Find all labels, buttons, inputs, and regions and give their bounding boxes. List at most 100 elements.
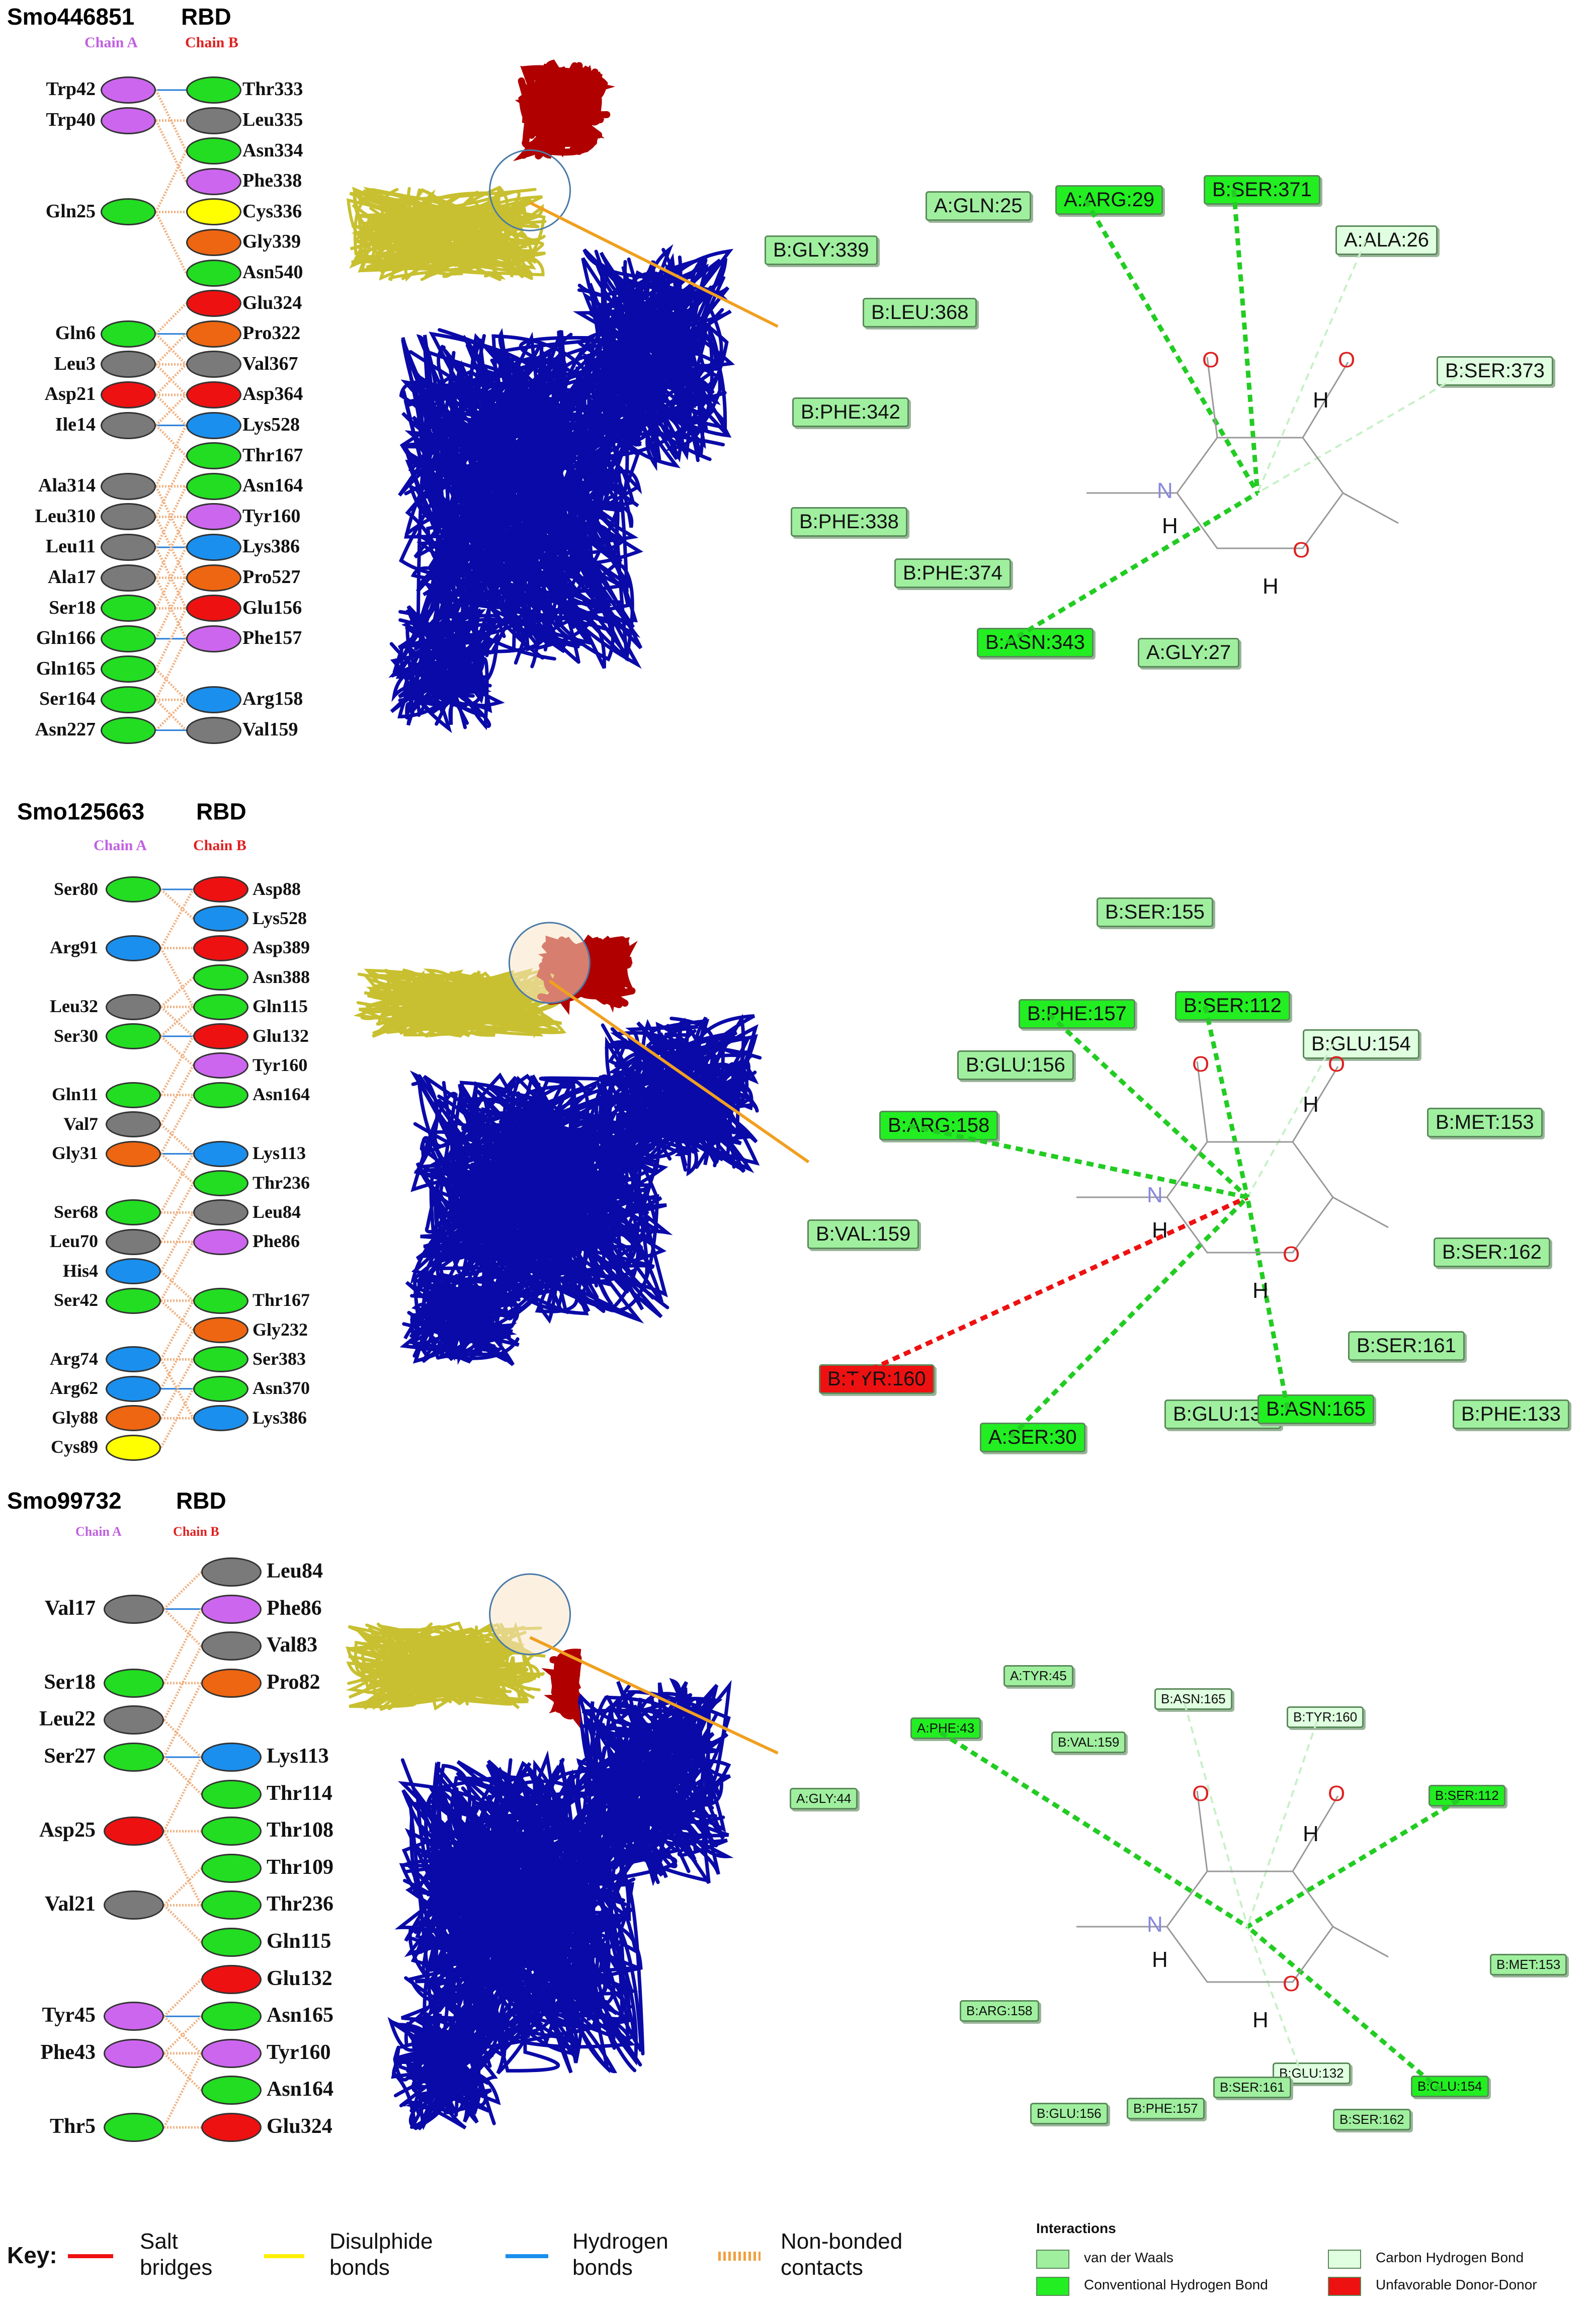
interaction-tag: B:ARG:158 xyxy=(960,2000,1039,2022)
residue-label-b: Thr167 xyxy=(253,1290,310,1310)
residue-label-a: Val17 xyxy=(44,1596,96,1620)
contact-line xyxy=(159,1094,195,1154)
residue-oval-a xyxy=(104,1594,164,1624)
residue-label-a: Ser30 xyxy=(54,1025,98,1046)
residue-oval-a xyxy=(106,1258,161,1285)
residue-label-b: Asn164 xyxy=(242,475,303,497)
interaction-tag: B:SER:373 xyxy=(1437,356,1553,386)
residue-label-a: Ser80 xyxy=(54,878,98,899)
interaction-line xyxy=(1083,199,1259,494)
residue-oval-b xyxy=(186,229,241,256)
residue-oval-b xyxy=(193,1317,248,1343)
interaction-tag: B:SER:162 xyxy=(1434,1238,1550,1267)
residue-label-a: Gln165 xyxy=(36,657,96,679)
interaction-tag: B:GLY:339 xyxy=(765,235,878,265)
residue-oval-b xyxy=(201,2113,262,2142)
interaction-tag: B:PHE:342 xyxy=(792,397,909,427)
interaction-line xyxy=(1256,370,1468,494)
contact-lines xyxy=(162,1571,203,2129)
residue-label-a: Ser42 xyxy=(54,1290,98,1310)
interaction-tag: B:PHE:338 xyxy=(791,507,907,537)
residue-oval-b xyxy=(193,1199,248,1226)
residue-label-b: Phe338 xyxy=(242,170,302,192)
residue-label-a: Ala314 xyxy=(38,475,96,497)
contact-line xyxy=(154,638,188,701)
residue-oval-a xyxy=(101,472,156,500)
residue-oval-a xyxy=(106,1111,161,1138)
legend-key: Key: Salt bridges Disulphide bonds Hydro… xyxy=(0,2203,1596,2309)
interaction-tag: A:ALA:26 xyxy=(1335,225,1438,255)
interaction-tag: B:ASN:165 xyxy=(1257,1394,1374,1424)
residue-label-a: Leu70 xyxy=(49,1231,98,1252)
residue-label-b: Gly339 xyxy=(242,231,301,253)
residue-label-a: Gln25 xyxy=(45,200,96,222)
residue-oval-b xyxy=(201,1743,262,1772)
interaction-tag: A:GLY:44 xyxy=(790,1788,858,1809)
residue-oval-b xyxy=(193,964,248,991)
panel-title: Smo125663 xyxy=(17,798,145,824)
interaction-tag: A:TYR:45 xyxy=(1003,1665,1073,1687)
residue-oval-a xyxy=(106,1405,161,1432)
contact-line xyxy=(159,947,195,1008)
residue-oval-a xyxy=(104,2002,164,2031)
residue-label-b: Tyr160 xyxy=(242,505,301,527)
interaction-tag: A:GLY:27 xyxy=(1138,638,1240,668)
contact-lines xyxy=(159,888,195,1448)
contact-line xyxy=(154,516,188,579)
residue-oval-a xyxy=(106,1287,161,1314)
residue-oval-b xyxy=(201,1631,262,1661)
residue-label-a: Gly31 xyxy=(51,1143,98,1164)
vdw-swatch xyxy=(1036,2250,1069,2269)
residue-oval-b xyxy=(201,1817,262,1846)
residue-oval-b xyxy=(186,76,241,104)
residue-label-a: Leu310 xyxy=(35,505,96,527)
interaction-tag: B:LEU:368 xyxy=(863,298,977,327)
interaction-tag: B:MET:153 xyxy=(1490,1954,1567,1975)
residue-oval-a xyxy=(106,876,161,902)
residue-label-a: Gln6 xyxy=(55,322,96,344)
residue-label-b: Thr114 xyxy=(267,1781,332,1805)
contact-line xyxy=(155,668,187,701)
residue-oval-b xyxy=(193,1082,248,1108)
contact-line xyxy=(163,2015,202,2054)
contact-line xyxy=(159,1329,195,1390)
residue-oval-a xyxy=(101,655,156,683)
ch-label: Carbon Hydrogen Bond xyxy=(1376,2250,1524,2265)
residue-label-b: Asn540 xyxy=(242,262,303,283)
residue-oval-b xyxy=(186,290,241,317)
atom-label: H xyxy=(1152,1218,1168,1243)
residue-label-b: Phe86 xyxy=(253,1231,300,1252)
residue-label-b: Val159 xyxy=(242,719,298,740)
interaction-line xyxy=(1245,1197,1290,1410)
residue-oval-a xyxy=(101,411,156,439)
interaction-line xyxy=(909,1123,1248,1200)
contact-line xyxy=(154,120,188,182)
residue-oval-b xyxy=(201,1594,262,1624)
atom-label: O xyxy=(1328,1781,1345,1806)
residue-label-a: Gln11 xyxy=(51,1084,98,1105)
contact-line xyxy=(154,608,188,670)
residue-oval-b xyxy=(193,994,248,1020)
contact-line xyxy=(160,1123,194,1155)
interaction-tag: B:SER:371 xyxy=(1204,175,1320,205)
rbd-title: RBD xyxy=(176,1488,226,1514)
residue-oval-b xyxy=(186,442,241,470)
residue-oval-b xyxy=(186,472,241,500)
residue-oval-b xyxy=(201,2038,262,2068)
residue-oval-a xyxy=(101,534,156,561)
interaction-tag: B:TYR:160 xyxy=(1287,1706,1364,1728)
residue-oval-b xyxy=(193,876,248,902)
residue-label-b: Asp88 xyxy=(253,878,301,899)
residue-oval-a xyxy=(106,1228,161,1255)
residue-label-b: Asn165 xyxy=(267,2004,334,2027)
residue-oval-b xyxy=(201,1779,262,1809)
residue-label-b: Asn164 xyxy=(253,1084,310,1105)
contact-line xyxy=(159,1241,195,1301)
contact-line xyxy=(159,1153,195,1213)
residue-oval-a xyxy=(104,1890,164,1920)
residue-label-a: Leu32 xyxy=(49,996,98,1017)
contact-line xyxy=(163,1756,202,1795)
interaction-tag: B:GLU:154 xyxy=(1411,2076,1489,2097)
residue-label-b: Pro82 xyxy=(267,1670,320,1694)
